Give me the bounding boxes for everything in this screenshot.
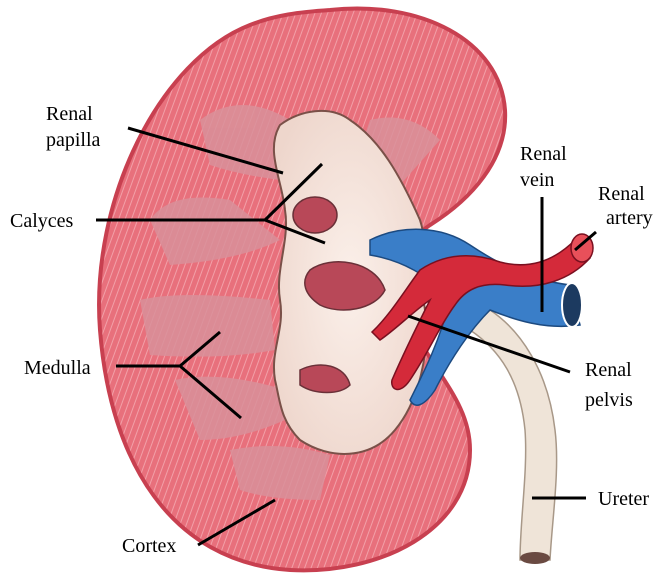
ureter-label: Ureter (598, 488, 649, 510)
medulla-label: Medulla (24, 357, 91, 379)
renal-vein-opening (562, 283, 582, 327)
ureter-opening (520, 552, 550, 564)
calyces-label: Calyces (10, 210, 74, 232)
cortex-label: Cortex (122, 535, 176, 557)
ureter (470, 310, 557, 560)
